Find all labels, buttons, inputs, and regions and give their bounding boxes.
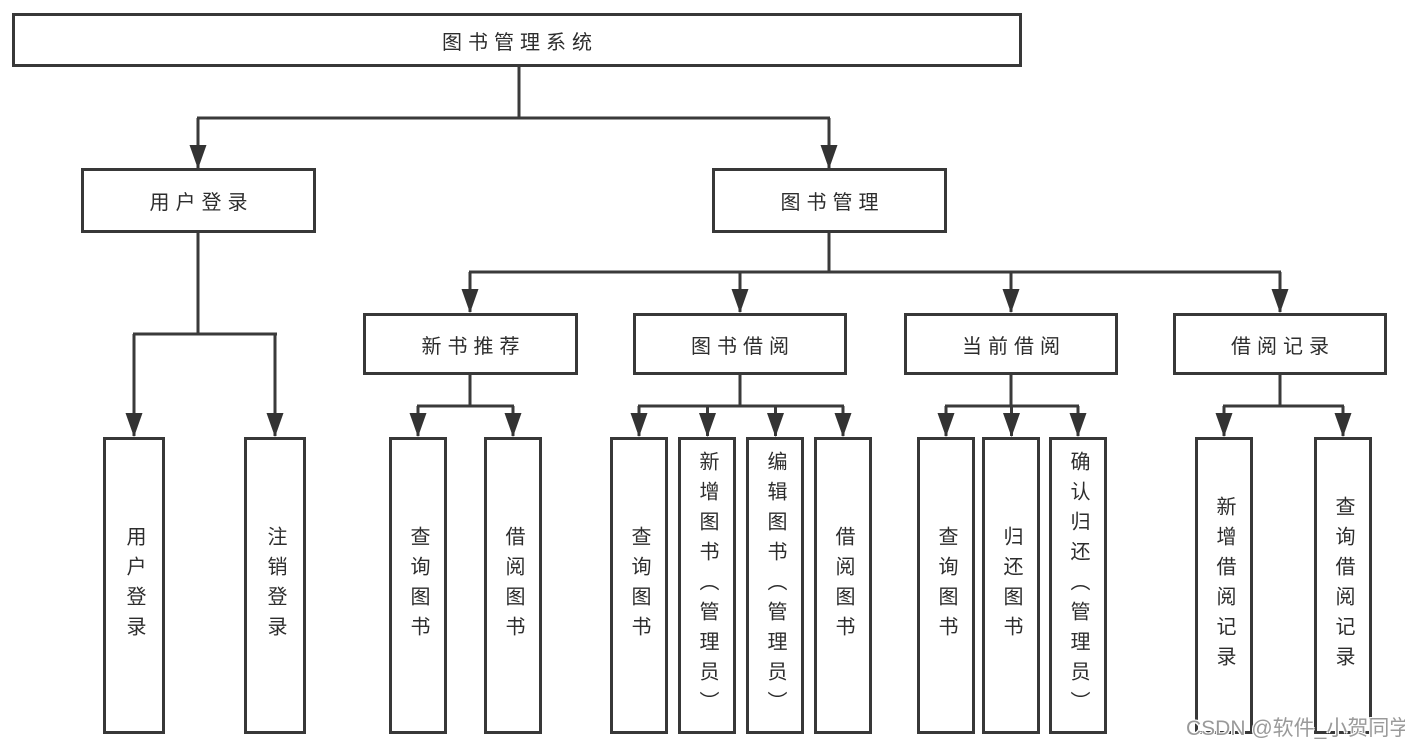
leaf-label: 注销登录 (264, 525, 286, 646)
node-user-login: 用户登录 (81, 168, 316, 233)
csdn-watermark: CSDN @软件_小贺同学 (1186, 717, 1405, 740)
leaf-query-books-current: 查询图书 (917, 437, 975, 734)
node-label: 借阅记录 (1231, 335, 1335, 358)
leaf-user-login: 用户登录 (103, 437, 165, 734)
leaf-query-books-recommend: 查询图书 (389, 437, 447, 734)
leaf-label: 查询图书 (407, 525, 429, 646)
node-root-system: 图书管理系统 (12, 13, 1022, 67)
node-label: 用户登录 (149, 192, 254, 214)
leaf-label: 借阅图书 (832, 525, 854, 646)
leaf-query-borrow-record: 查询借阅记录 (1314, 437, 1372, 734)
leaf-edit-books-admin: 编辑图书（管理员） (746, 437, 804, 734)
node-book-borrowing: 图书借阅 (633, 313, 847, 375)
node-borrowing-records: 借阅记录 (1173, 313, 1387, 375)
node-book-management: 图书管理 (712, 168, 947, 233)
node-label: 新书推荐 (421, 335, 526, 358)
leaf-label: 借阅图书 (502, 525, 524, 646)
node-label: 图书借阅 (691, 335, 795, 358)
leaf-label: 查询图书 (628, 525, 650, 646)
node-label: 图书管理 (780, 192, 885, 214)
leaf-add-borrow-record: 新增借阅记录 (1195, 437, 1253, 734)
leaf-borrow-books: 借阅图书 (814, 437, 872, 734)
leaf-label: 用户登录 (123, 525, 145, 646)
leaf-label: 查询借阅记录 (1332, 495, 1354, 676)
leaf-borrow-books-recommend: 借阅图书 (484, 437, 542, 734)
leaf-logout: 注销登录 (244, 437, 306, 734)
leaf-add-books-admin: 新增图书（管理员） (678, 437, 736, 734)
node-label: 当前借阅 (962, 335, 1066, 358)
leaf-label: 查询图书 (935, 525, 957, 646)
leaf-confirm-return-admin: 确认归还（管理员） (1049, 437, 1107, 734)
leaf-query-books-borrow: 查询图书 (610, 437, 668, 734)
node-new-book-recommend: 新书推荐 (363, 313, 578, 375)
leaf-label: 新增借阅记录 (1213, 495, 1235, 676)
leaf-label: 归还图书 (1000, 525, 1022, 646)
root-title: 图书管理系统 (442, 31, 598, 54)
leaf-label: 新增图书（管理员） (696, 450, 718, 721)
node-current-borrowing: 当前借阅 (904, 313, 1118, 375)
leaf-return-books: 归还图书 (982, 437, 1040, 734)
leaf-label: 编辑图书（管理员） (764, 450, 786, 721)
leaf-label: 确认归还（管理员） (1067, 450, 1089, 721)
